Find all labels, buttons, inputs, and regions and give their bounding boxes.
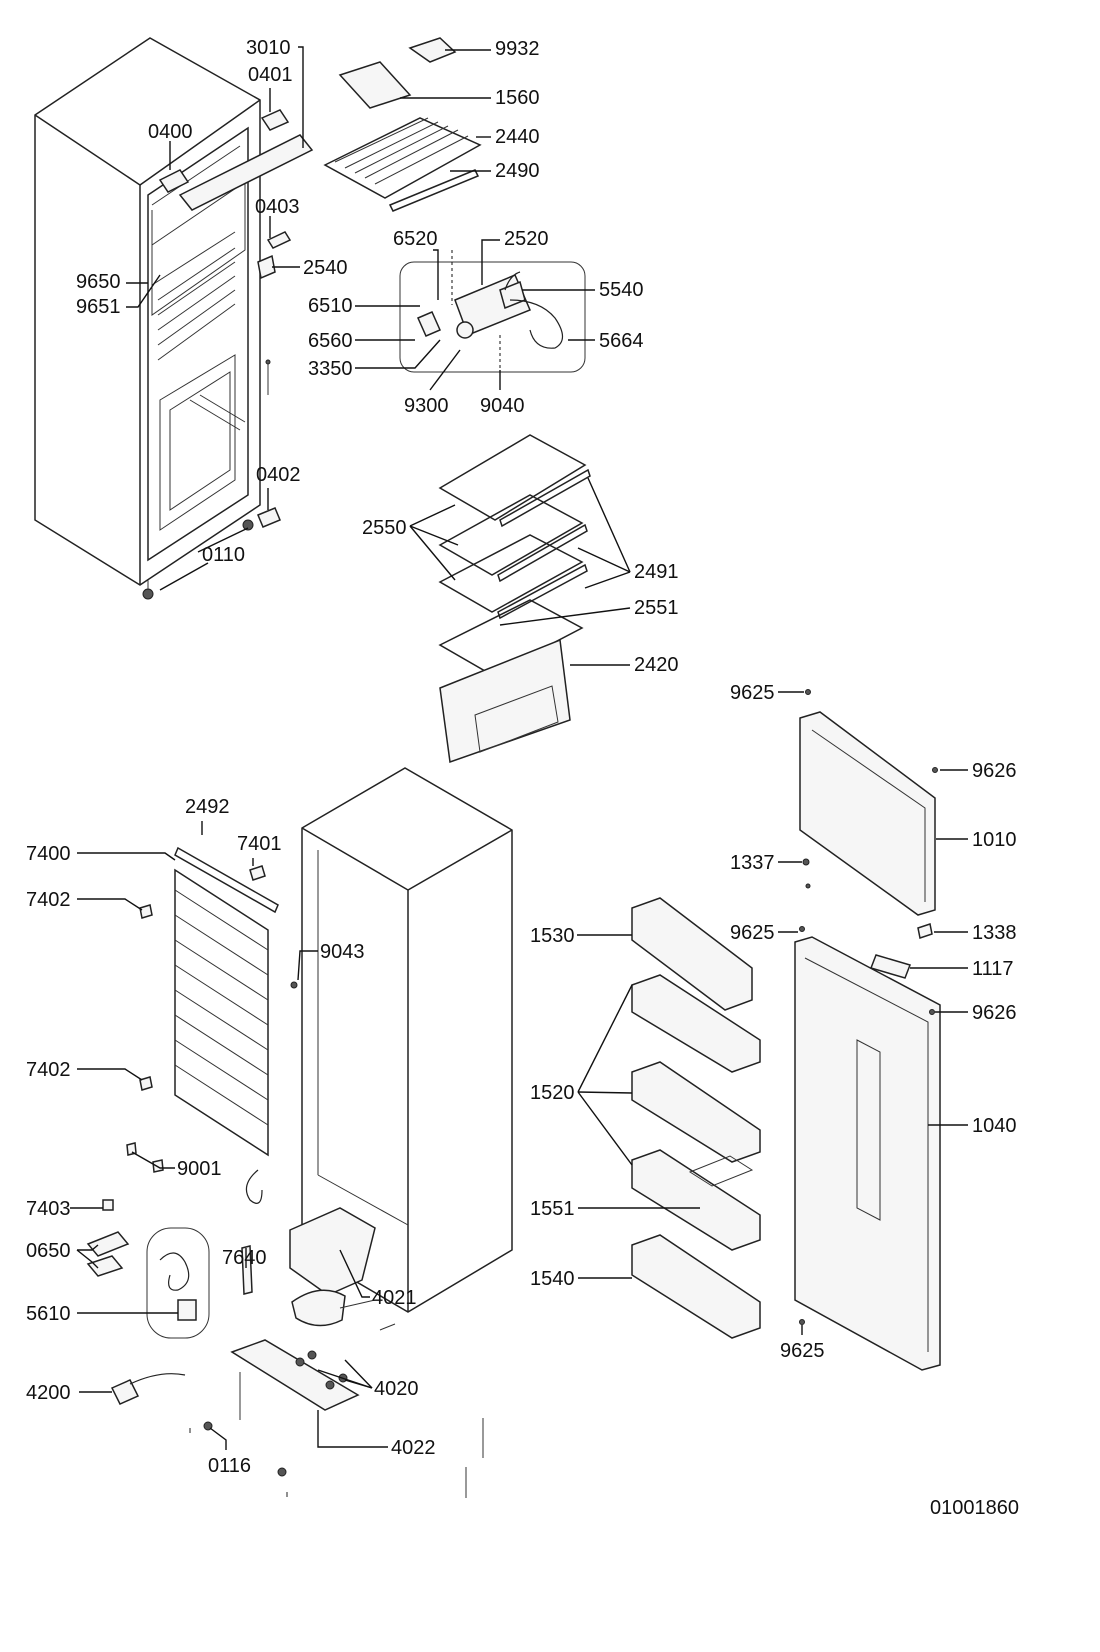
- part-label-0401: 0401: [248, 64, 293, 86]
- part-label-9651: 9651: [76, 296, 121, 318]
- part-label-9043: 9043: [320, 941, 365, 963]
- part-label-3010: 3010: [246, 37, 291, 59]
- part-label-6520: 6520: [393, 228, 438, 250]
- part-label-2490: 2490: [495, 160, 540, 182]
- part-label-3350: 3350: [308, 358, 353, 380]
- part-label-9300: 9300: [404, 395, 449, 417]
- part-labels: 3010 9932 0401 1560 0400 2440 2490 0403 …: [26, 37, 1019, 1519]
- part-label-1337: 1337: [730, 852, 775, 874]
- part-label-2551: 2551: [634, 597, 679, 619]
- part-label-4021: 4021: [372, 1287, 417, 1309]
- part-label-5540: 5540: [599, 279, 644, 301]
- condenser: [102, 846, 279, 1211]
- part-label-7400: 7400: [26, 843, 71, 865]
- part-label-1551: 1551: [530, 1198, 575, 1220]
- part-label-9625-middle: 9625: [730, 922, 775, 944]
- leader-lines: [70, 46, 968, 1450]
- part-label-2550: 2550: [362, 517, 407, 539]
- compressor-area: [110, 1207, 484, 1498]
- part-label-9650: 9650: [76, 271, 121, 293]
- part-label-1560: 1560: [495, 87, 540, 109]
- part-label-0402: 0402: [256, 464, 301, 486]
- part-label-1530: 1530: [530, 925, 575, 947]
- part-label-5664: 5664: [599, 330, 644, 352]
- part-label-9625-lower: 9625: [780, 1340, 825, 1362]
- door-bins: [631, 897, 761, 1339]
- cabinet-upper: [34, 37, 261, 600]
- part-label-0116: 0116: [208, 1455, 251, 1477]
- part-label-9001: 9001: [177, 1158, 222, 1180]
- part-label-7403: 7403: [26, 1198, 71, 1220]
- thermostat-assembly: [399, 250, 586, 380]
- part-label-0650: 0650: [26, 1240, 71, 1262]
- part-label-7402-lower: 7402: [26, 1059, 71, 1081]
- part-label-1117: 1117: [972, 958, 1014, 980]
- part-label-2540: 2540: [303, 257, 348, 279]
- part-label-0400: 0400: [148, 121, 193, 143]
- drawing-number: 01001860: [930, 1497, 1019, 1519]
- part-label-5610: 5610: [26, 1303, 71, 1325]
- freezer-accessories: [323, 37, 482, 212]
- part-label-0110: 0110: [202, 544, 245, 566]
- part-label-2440: 2440: [495, 126, 540, 148]
- part-label-4200: 4200: [26, 1382, 71, 1404]
- glass-shelves: [438, 434, 591, 764]
- part-label-9932: 9932: [495, 38, 540, 60]
- part-label-2420: 2420: [634, 654, 679, 676]
- hinge-top-parts: [158, 109, 314, 531]
- part-label-7640: 7640: [222, 1247, 267, 1269]
- fridge-door: [794, 926, 941, 1371]
- part-label-4020: 4020: [374, 1378, 419, 1400]
- part-label-9625-upper: 9625: [730, 682, 775, 704]
- part-label-4022: 4022: [391, 1437, 436, 1459]
- part-label-0403: 0403: [255, 196, 300, 218]
- part-label-7401: 7401: [237, 833, 282, 855]
- part-label-9626-lower: 9626: [972, 1002, 1017, 1024]
- part-label-2492: 2492: [185, 796, 230, 818]
- part-label-9626-upper: 9626: [972, 760, 1017, 782]
- part-label-1540: 1540: [530, 1268, 575, 1290]
- part-label-2520: 2520: [504, 228, 549, 250]
- part-label-1010: 1010: [972, 829, 1017, 851]
- part-label-7402-upper: 7402: [26, 889, 71, 911]
- part-label-1040: 1040: [972, 1115, 1017, 1137]
- part-label-6510: 6510: [308, 295, 353, 317]
- part-label-1338: 1338: [972, 922, 1017, 944]
- part-label-6560: 6560: [308, 330, 353, 352]
- freezer-door: [799, 689, 938, 939]
- accessory-group: [86, 1227, 210, 1339]
- part-label-1520: 1520: [530, 1082, 575, 1104]
- part-label-2491: 2491: [634, 561, 679, 583]
- part-label-9040: 9040: [480, 395, 525, 417]
